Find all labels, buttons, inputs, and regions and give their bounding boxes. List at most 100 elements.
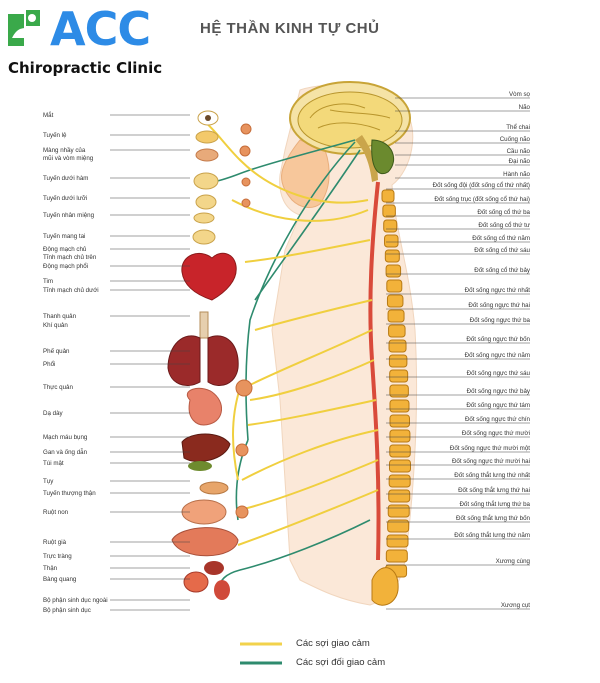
right-label: Đốt sống ngực thứ mười hai <box>451 458 530 465</box>
sacrum <box>371 567 399 606</box>
right-label: Xương cùng <box>495 558 530 565</box>
left-label: Tuyến dưới lưỡi <box>43 195 88 202</box>
left-label: Tim <box>43 278 54 285</box>
left-label: Trực tràng <box>43 553 72 560</box>
vertebra <box>388 459 411 473</box>
vertebra <box>389 399 410 413</box>
vertebra <box>382 204 396 218</box>
right-label: Đốt sống ngực thứ năm <box>464 352 530 359</box>
left-label: Tuyến mang tai <box>43 233 86 240</box>
left-label: mũi và vòm miệng <box>43 155 94 162</box>
right-label: Cầu não <box>506 148 530 155</box>
legend-sympathetic-label: Các sợi giao cảm <box>296 638 370 649</box>
right-label: Đốt sống ngực thứ tám <box>466 402 530 409</box>
vertebra <box>389 429 411 443</box>
vertebra <box>388 489 411 503</box>
left-label: Ruột non <box>43 509 69 516</box>
brain-stem <box>355 135 378 182</box>
left-label: Tuyến dưới hàm <box>43 175 89 182</box>
left-label: Tĩnh mạch chủ trên <box>43 254 97 261</box>
left-label: Tuyến thượng thận <box>43 490 96 497</box>
right-label: Đốt sống thắt lưng thứ bốn <box>456 515 530 522</box>
left-label: Mắt <box>43 112 54 119</box>
brand-name: ACC <box>50 2 151 56</box>
left-label: Động mạch phổi <box>43 263 89 270</box>
right-label: Đốt sống đội (đốt sống cổ thứ nhất) <box>432 182 530 189</box>
vertebra <box>388 474 411 488</box>
vertebra <box>387 504 410 518</box>
right-label: Đốt sống ngực thứ mười <box>461 430 530 437</box>
left-label: Dạ dày <box>43 410 63 417</box>
vertebra <box>388 339 407 353</box>
sympathetic-fibers <box>204 121 379 546</box>
vertebra <box>381 189 395 203</box>
left-label: Ruột già <box>43 539 67 546</box>
left-label: Bộ phận sinh dục ngoài <box>43 597 108 604</box>
left-label: Phế quản <box>43 348 70 355</box>
vertebra <box>386 534 409 548</box>
vertebra <box>385 549 408 563</box>
vertebra <box>389 384 409 398</box>
left-label: Tuyến lệ <box>43 132 67 139</box>
left-label: Túi mật <box>43 460 64 467</box>
legend-parasympathetic-label: Các sợi đối giao cảm <box>296 657 386 668</box>
right-label: Đốt sống thắt lưng thứ năm <box>454 532 530 539</box>
right-label: Xương cụt <box>500 602 530 609</box>
right-label: Đốt sống cổ thứ bảy <box>474 267 530 274</box>
left-label: Bàng quang <box>43 576 77 583</box>
vertebra <box>388 354 408 368</box>
vertebra <box>386 294 404 308</box>
vertebra <box>384 249 400 263</box>
right-label: Đốt sống cổ thứ năm <box>472 235 530 242</box>
right-label: Đốt sống ngực thứ nhất <box>464 287 530 294</box>
vertebra <box>389 369 409 383</box>
left-label: Thanh quản <box>43 313 77 320</box>
brand-subtitle: Chiropractic Clinic <box>8 59 163 77</box>
vertebra <box>383 219 398 233</box>
left-label: Bộ phận sinh dục <box>43 607 91 614</box>
vertebra <box>389 414 410 428</box>
right-leader-lines <box>386 97 530 610</box>
right-label: Đốt sống ngực thứ sáu <box>466 370 530 377</box>
right-label: Đốt sống cổ thứ sáu <box>474 247 530 254</box>
left-label: Tuyến nhân miệng <box>43 212 95 219</box>
cerebellum <box>371 139 394 174</box>
vertebra <box>387 519 410 533</box>
vertebra <box>389 444 411 458</box>
right-label: Đốt sống thắt lưng thứ hai <box>458 487 530 494</box>
vertebra <box>384 234 399 248</box>
left-label: Mạch máu bụng <box>43 434 88 441</box>
right-label: Đốt sống ngực thứ mười một <box>449 445 530 452</box>
vertebra <box>385 264 402 278</box>
body-silhouette <box>271 84 418 606</box>
left-label: Tĩnh mạch chủ dưới <box>43 287 99 294</box>
right-label: Hành não <box>503 171 530 178</box>
right-label: Thể chai <box>506 124 530 131</box>
right-label: Vòm sọ <box>509 91 530 98</box>
right-label: Não <box>518 104 530 111</box>
left-label: Phổi <box>43 361 56 368</box>
right-label: Đốt sống thắt lưng thứ nhất <box>454 472 530 479</box>
vertebra <box>386 279 403 293</box>
right-label: Đại não <box>508 158 530 165</box>
ganglia <box>235 123 253 519</box>
left-label: Gan và ống dẫn <box>43 449 88 456</box>
right-label: Cuống não <box>499 136 530 143</box>
left-label: Thận <box>43 565 58 572</box>
right-label: Đốt sống ngực thứ ba <box>469 317 530 324</box>
left-label: Thực quản <box>43 384 73 391</box>
right-label: Đốt sống ngực thứ hai <box>468 302 530 309</box>
organs <box>167 110 239 600</box>
right-label: Đốt sống ngực thứ bốn <box>466 336 530 343</box>
right-label: Đốt sống cổ thứ tư <box>478 222 530 229</box>
left-label: Tụy <box>43 478 54 485</box>
left-label: Màng nhầy của <box>43 147 86 154</box>
right-label: Đốt sống ngực thứ chín <box>464 416 530 423</box>
right-label: Đốt sống trục (đốt sống cổ thứ hai) <box>434 196 530 203</box>
left-label: Khí quản <box>43 322 68 329</box>
brain <box>297 91 403 149</box>
right-label: Đốt sống cổ thứ ba <box>477 209 530 216</box>
right-label: Đốt sống thắt lưng thứ ba <box>459 501 530 508</box>
left-label: Động mạch chủ <box>43 246 87 253</box>
